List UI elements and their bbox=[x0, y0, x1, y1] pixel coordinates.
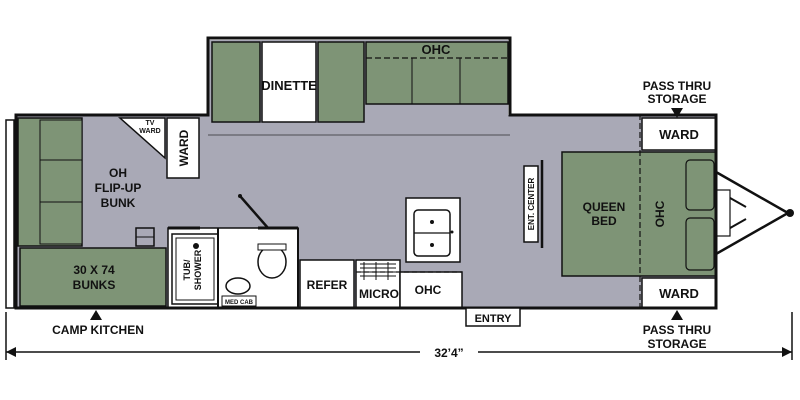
pass-thru-top-label-2: STORAGE bbox=[647, 92, 706, 106]
pass-thru-top-marker bbox=[671, 108, 683, 118]
dinette-left-seat bbox=[211, 41, 261, 123]
oh-flip-label-1: OH bbox=[109, 166, 127, 180]
slideout-sofa bbox=[365, 41, 509, 105]
toilet bbox=[257, 245, 287, 279]
ohc-bed-label: OHC bbox=[653, 200, 667, 227]
micro-label: MICRO bbox=[359, 287, 399, 301]
bunk-bed bbox=[19, 247, 167, 307]
pass-thru-bottom-label-1: PASS THRU bbox=[643, 323, 711, 337]
tub-shower-label-1: TUB/ bbox=[182, 259, 192, 280]
queen-bed-label-1: QUEEN bbox=[583, 200, 626, 214]
length-dimension bbox=[5, 312, 793, 360]
ward-top-right-label: WARD bbox=[659, 127, 699, 142]
queen-bed-label-2: BED bbox=[591, 214, 617, 228]
pass-thru-top-label-1: PASS THRU bbox=[643, 79, 711, 93]
ward-left bbox=[166, 117, 200, 179]
bed-pillow-2 bbox=[685, 217, 715, 271]
tv-ward-label-1: TV bbox=[146, 120, 155, 127]
refer-label: REFER bbox=[307, 278, 348, 292]
tv-ward bbox=[118, 117, 166, 160]
dinette-label: DINETTE bbox=[261, 78, 317, 93]
bath-door bbox=[239, 195, 269, 229]
med-cab bbox=[221, 295, 257, 307]
length-label: 32’4” bbox=[434, 346, 463, 360]
exterior-walls bbox=[14, 36, 718, 310]
ent-center-label: ENT. CENTER bbox=[527, 178, 536, 231]
ward-bottom-right-label: WARD bbox=[659, 286, 699, 301]
bathroom-sink bbox=[225, 277, 251, 295]
ohc-kitchen-label: OHC bbox=[415, 283, 442, 297]
tv-ward-label-2: WARD bbox=[139, 128, 160, 135]
kitchen-ohc bbox=[399, 271, 463, 309]
hitch-ball bbox=[786, 209, 794, 217]
bunks-label-1: 30 X 74 bbox=[73, 263, 115, 277]
dinette-table bbox=[261, 41, 317, 123]
ward-left-label: WARD bbox=[177, 129, 191, 166]
ent-center bbox=[523, 165, 539, 243]
camp-kitchen-label: CAMP KITCHEN bbox=[52, 323, 144, 337]
oh-flip-label-2: FLIP-UP bbox=[95, 181, 142, 195]
oh-flip-label-3: BUNK bbox=[101, 196, 136, 210]
pass-thru-bottom-marker bbox=[671, 310, 683, 320]
refrigerator bbox=[299, 259, 355, 309]
tub-shower-label-2: SHOWER bbox=[193, 249, 203, 290]
dinette-right-seat bbox=[317, 41, 365, 123]
bunks-label-2: BUNKS bbox=[73, 278, 116, 292]
camp-kitchen-marker bbox=[90, 310, 102, 320]
ward-top-right bbox=[641, 117, 717, 151]
med-cab-label: MED CAB bbox=[225, 300, 254, 306]
bed-pillow-1 bbox=[685, 159, 715, 211]
pass-thru-bottom-label-2: STORAGE bbox=[647, 337, 706, 351]
ohc-top-label: OHC bbox=[422, 42, 452, 57]
camp-kitchen-cabinet bbox=[5, 119, 15, 309]
entry-label[interactable]: ENTRY bbox=[475, 313, 513, 325]
entry-door[interactable] bbox=[465, 307, 521, 327]
